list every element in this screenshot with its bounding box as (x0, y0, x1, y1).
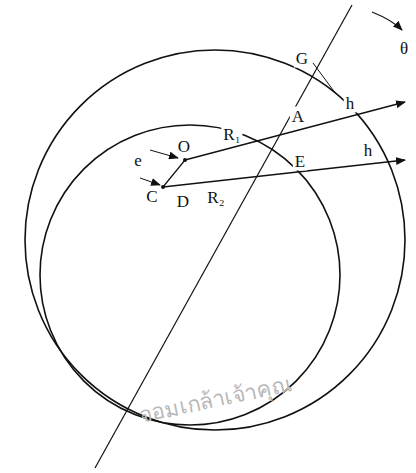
symbol-label: O (176, 137, 192, 156)
symbol-label: C (144, 187, 159, 206)
attitude-line (313, 63, 336, 94)
angle-arc (372, 12, 402, 30)
symbol-label: D (175, 192, 191, 211)
journal-circle (40, 125, 340, 425)
center-point (161, 185, 165, 189)
symbol-label: e (132, 151, 144, 170)
symbol-label: h (362, 141, 375, 160)
radius-line (163, 160, 405, 187)
center-point (183, 158, 187, 162)
symbol-label: G (294, 49, 310, 68)
symbol-label: θ (398, 39, 410, 58)
watermark: จอมเกล้าเจ้าคุณ (135, 372, 296, 429)
symbol-label: R₁ (221, 125, 242, 144)
eccentricity-line (163, 160, 185, 187)
dimension-arrow (150, 150, 178, 158)
load-line (95, 5, 352, 468)
symbol-label: R₂ (205, 188, 226, 207)
bearing-circle (25, 50, 405, 430)
symbol-label: A (290, 107, 306, 126)
dimension-arrow (140, 178, 160, 185)
symbol-label: E (293, 152, 307, 171)
symbol-label: h (344, 94, 357, 113)
